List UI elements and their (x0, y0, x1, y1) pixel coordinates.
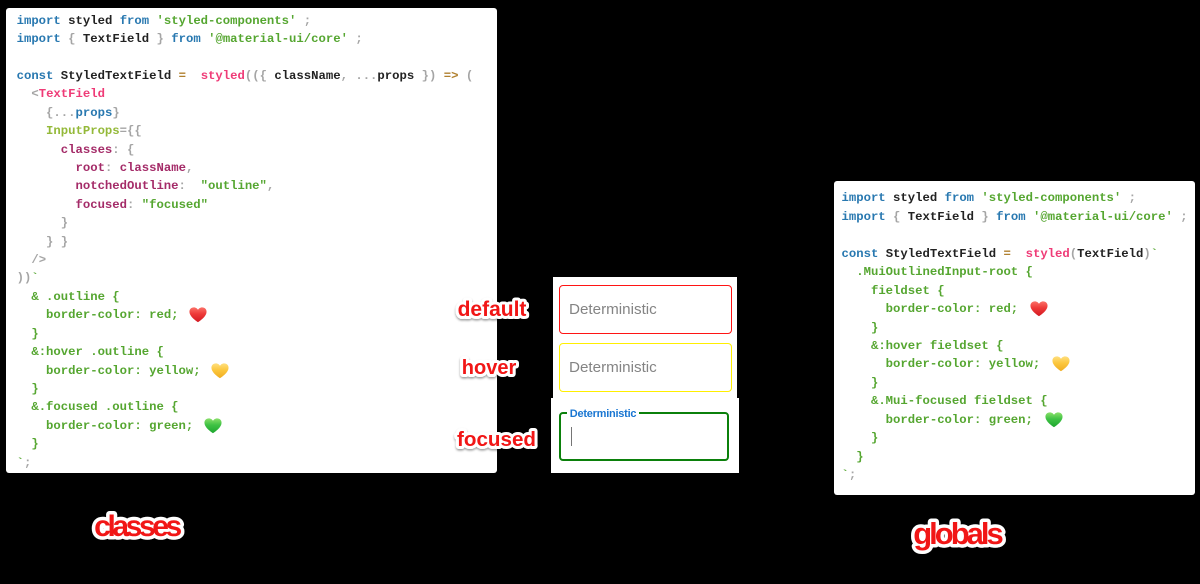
svg-text:default: default (458, 298, 527, 321)
svg-text:focused: focused (457, 428, 536, 451)
svg-text:classes: classes (94, 510, 181, 543)
svg-text:hover: hover (462, 357, 517, 379)
svg-text:globals: globals (913, 516, 1002, 551)
